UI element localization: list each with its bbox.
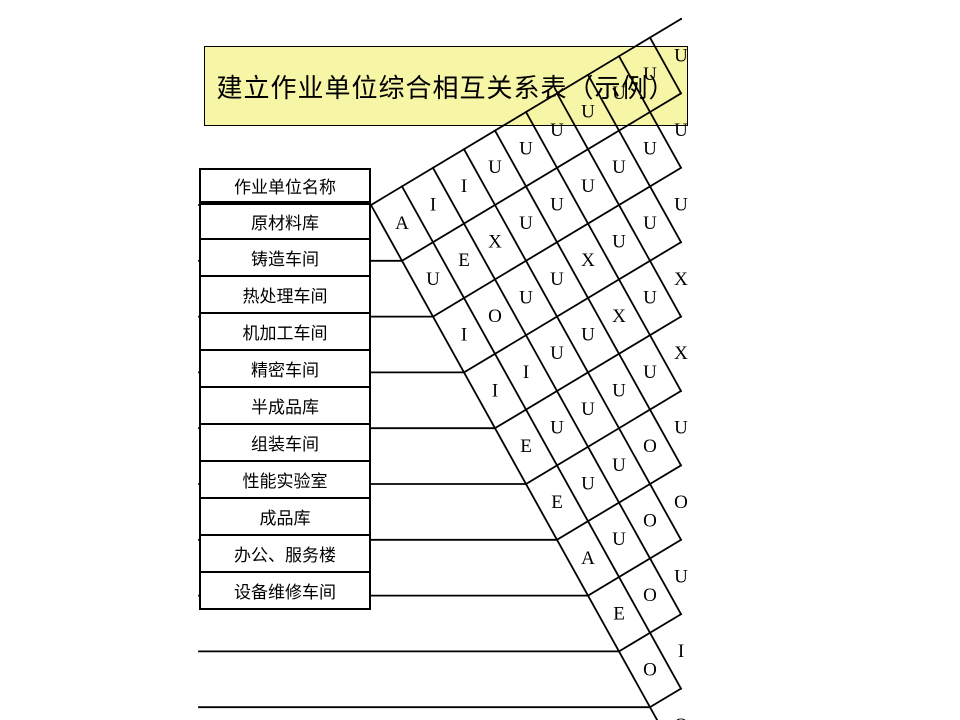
- unit-row-7: 性能实验室: [199, 462, 371, 499]
- relationship-cell: O: [643, 436, 657, 457]
- relationship-cell: U: [643, 362, 657, 383]
- relationship-cell: U: [581, 176, 595, 197]
- relationship-cell: U: [550, 194, 564, 215]
- relationship-cell: U: [674, 194, 688, 215]
- relationship-cell: U: [612, 157, 626, 178]
- relationship-cell: U: [581, 399, 595, 420]
- lattice-lines: [198, 17, 683, 720]
- unit-row-6: 组装车间: [199, 425, 371, 462]
- relationship-cell: U: [674, 46, 688, 67]
- relationship-cell: U: [426, 269, 440, 290]
- relationship-cell: U: [612, 529, 626, 550]
- relationship-cell: I: [678, 641, 684, 662]
- title-banner: 建立作业单位综合相互关系表（示例）: [204, 46, 688, 126]
- unit-row-8: 成品库: [199, 499, 371, 536]
- relationship-cell: A: [395, 213, 409, 234]
- relationship-cell: U: [643, 64, 657, 85]
- relationship-cell: O: [643, 511, 657, 532]
- relationship-cell: U: [612, 232, 626, 253]
- unit-name-header: 作业单位名称: [199, 168, 371, 203]
- relationship-cell: X: [674, 269, 688, 290]
- page-title: 建立作业单位综合相互关系表（示例）: [216, 73, 676, 103]
- relationship-cell: O: [674, 492, 688, 513]
- relationship-cell: E: [613, 604, 625, 625]
- relationship-cell: I: [523, 362, 529, 383]
- relationship-cell: E: [520, 436, 532, 457]
- relationship-cell: U: [674, 418, 688, 439]
- relationship-cell: U: [612, 455, 626, 476]
- relationship-cell: X: [488, 232, 502, 253]
- unit-row-3: 机加工车间: [199, 314, 371, 351]
- relationship-cell: O: [643, 659, 657, 680]
- relationship-cell: O: [674, 715, 688, 720]
- relationship-cell: E: [458, 250, 470, 271]
- relationship-cell: X: [612, 306, 626, 327]
- unit-row-4: 精密车间: [199, 351, 371, 388]
- relationship-cell: U: [550, 120, 564, 141]
- relationship-cell: A: [581, 548, 595, 569]
- relationship-cell: U: [519, 287, 533, 308]
- relationship-cell: E: [551, 492, 563, 513]
- relationship-cell: O: [643, 585, 657, 606]
- relationship-cell: U: [550, 418, 564, 439]
- relationship-cell: U: [550, 343, 564, 364]
- relationship-cell: U: [643, 287, 657, 308]
- relationship-cell: I: [430, 194, 436, 215]
- relationship-cell: U: [643, 139, 657, 160]
- relationship-cell: U: [550, 269, 564, 290]
- unit-name-column: 作业单位名称 原材料库 铸造车间 热处理车间 机加工车间 精密车间 半成品库 组…: [199, 168, 371, 610]
- unit-row-9: 办公、服务楼: [199, 536, 371, 573]
- relationship-cell: U: [643, 213, 657, 234]
- relationship-cell: I: [461, 176, 467, 197]
- relationship-cell: U: [674, 566, 688, 587]
- unit-row-10: 设备维修车间: [199, 573, 371, 610]
- unit-row-5: 半成品库: [199, 388, 371, 425]
- relationship-cell: U: [581, 473, 595, 494]
- unit-row-0: 原材料库: [199, 203, 371, 240]
- relationship-cell: X: [581, 250, 595, 271]
- relationship-cell: U: [519, 139, 533, 160]
- relationship-cell: X: [674, 343, 688, 364]
- relationship-cell: U: [519, 213, 533, 234]
- relationship-cell: U: [612, 83, 626, 104]
- relationship-cell: U: [488, 157, 502, 178]
- relationship-cell: U: [581, 325, 595, 346]
- relationship-cell: I: [461, 325, 467, 346]
- relationship-cell: U: [581, 101, 595, 122]
- relationship-cell: U: [674, 120, 688, 141]
- relationship-cell: I: [492, 380, 498, 401]
- unit-row-1: 铸造车间: [199, 240, 371, 277]
- relationship-cell: O: [488, 306, 502, 327]
- relationship-letters: AIIUUUUUUUUEXUUUUUUIOUUXUUUIIUUXUXEUUUUX…: [395, 46, 688, 720]
- relationship-cell: U: [612, 380, 626, 401]
- unit-row-2: 热处理车间: [199, 277, 371, 314]
